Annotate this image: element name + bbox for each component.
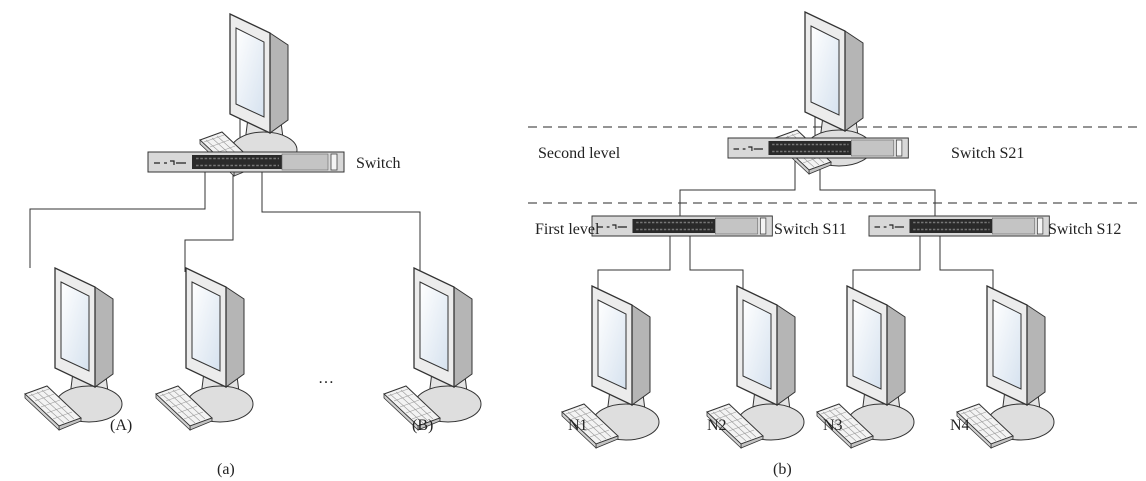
panel-a: Switch … (A) (B) (a)	[24, 13, 482, 478]
desktop-computer-icon	[155, 267, 254, 431]
desktop-computer-icon	[24, 267, 123, 431]
network-switch-icon	[591, 215, 774, 237]
node-label-n1: N1	[568, 417, 588, 434]
network-switch-icon	[727, 137, 910, 159]
switch-label-s12: Switch S12	[1048, 221, 1121, 238]
wire-s21-to-s12	[819, 158, 936, 218]
panel-a-caption: (a)	[217, 461, 235, 478]
computer-label-a: (A)	[110, 417, 132, 434]
switch-label-s21: Switch S21	[951, 145, 1024, 162]
wire-s12-to-n3	[852, 235, 921, 296]
panel-b-wires	[597, 98, 994, 296]
switch-label-s11: Switch S11	[774, 221, 847, 238]
node-label-n2: N2	[707, 417, 727, 434]
wire-s11-to-n2	[689, 235, 744, 296]
desktop-computer-icon	[956, 285, 1055, 449]
computer-label-b: (B)	[412, 417, 433, 434]
panel-a-wires	[29, 100, 421, 272]
level-label-second: Second level	[538, 145, 621, 162]
network-switch-icon	[868, 215, 1051, 237]
switch-label: Switch	[356, 155, 400, 172]
wire-switch-to-pc-a	[29, 172, 206, 268]
panel-b-caption: (b)	[773, 461, 792, 478]
node-label-n4: N4	[950, 417, 970, 434]
network-switch-icon	[147, 151, 345, 173]
wire-switch-to-pc-b	[261, 172, 421, 272]
node-label-n3: N3	[823, 417, 843, 434]
panel-b: Second level First level Switch S21 Swit…	[528, 11, 1140, 478]
level-label-first: First level	[535, 221, 600, 238]
ellipsis: …	[318, 370, 334, 387]
wire-s12-to-n4	[939, 235, 994, 296]
wire-s21-to-s11	[679, 158, 796, 218]
desktop-computer-icon	[383, 267, 482, 431]
wire-s11-to-n1	[597, 235, 671, 296]
wire-switch-to-pc-2	[184, 172, 234, 272]
